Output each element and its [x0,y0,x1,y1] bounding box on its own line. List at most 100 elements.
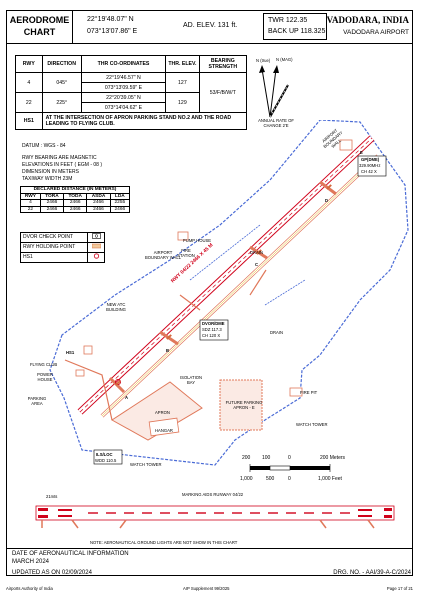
scale-m-label: 200 Meters [320,455,346,461]
flying-club-label: FLYING CLUB [30,362,58,367]
coords-cell: 22°19'48.07" N 073°13'07.86" E AD. ELEV.… [73,10,263,43]
hs1-map-label: HS1 [66,350,75,355]
service-road [64,269,267,421]
table-cell: 129 [165,92,200,113]
table-cell: 045° [41,72,82,93]
aeronautical-date-label: DATE OF AERONAUTICAL INFORMATION [12,551,129,557]
table-cell: 225° [41,92,82,113]
connector-taxiways [108,180,337,394]
location-cell: VADODARA, INDIA VADODARA AIRPORT [327,10,413,43]
hs1-description: AT THE INTERSECTION OF APRON PARKING STA… [41,112,248,130]
table-cell: 53/F/B/W/T [198,72,248,113]
direction-col-header: DIRECTION [41,55,82,73]
drain-label-2: DRAIN [270,330,284,335]
authority-label: Airports Authority of India [6,586,53,591]
updated-date: UPDATED AS ON 02/09/2024 [12,570,92,576]
twy-d-label: D [325,198,329,203]
aeronautical-date: MARCH 2024 [12,559,50,565]
building [177,231,189,241]
footer-divider [6,548,413,549]
runway-table: RWY DIRECTION THR CO-ORDINATES THR. ELEV… [15,55,248,130]
airport-name: VADODARA AIRPORT [343,29,409,36]
drain [189,224,306,306]
marking-note: NOTE: AERONAUTICAL GROUND LIGHTS ARE NOT… [90,540,238,545]
bearing-col-header: BEARING STRENGTH [198,55,248,73]
chart-frame [6,10,413,576]
twy-c-label: C [255,262,259,267]
scale-ft-500: 500 [266,476,275,482]
new-atc-label: NEW ATC BUILDING [106,302,126,312]
fire-pit-label: FIRE PIT [300,390,318,395]
datum-note: DATUM : WGS - 84 [22,143,66,149]
ils-frequency: WDD 110.5 [95,458,117,463]
hangar [148,417,180,437]
page-number: Page 17 of 21 [386,586,413,591]
annual-change-label: ANNUAL RATE OF CHANGE 2'E [258,118,294,128]
holding-point [326,184,332,190]
rwy-col-header: RWY [15,55,43,73]
boundary-wall [49,120,409,466]
header-row: AERODROME CHART 22°19'48.07" N 073°13'07… [6,10,413,44]
backup-frequency: BACK UP 118.325 [268,28,326,35]
gp-box [357,155,387,177]
supplement-label: AIP Supplement 99/2025 [183,586,230,591]
table-cell: 2466 [39,205,65,214]
marking-aids-title: MARKING AIDS RUNWAY 04/22 [182,492,244,497]
gp-frequency: 329.90MHz [359,163,381,168]
future-apron [219,379,263,431]
marking-dimension: 21mts [46,494,58,499]
fire-station-label: FIRE STATION [177,248,195,258]
twy-b-label: B [166,348,170,353]
scale-ft-1000: 1,000 [240,476,253,482]
table-cell: 22°20'39.05" N [80,92,167,103]
twr-frequency: TWR 122.35 [268,17,308,24]
table-cell: 073°13'09.59" E [80,82,167,93]
scale-m-200: 200 [242,455,251,461]
city-name: VADODARA, INDIA [326,15,409,25]
scale-m-100: 100 [262,455,271,461]
drain-label: DRAIN [250,250,264,255]
drawing-number: DRG. NO. - AAI/39-A-C/2024 [333,570,411,576]
note-taxiway: TAXIWAY WIDTH 23M [22,176,73,182]
twy-e-label: E [360,150,363,155]
dvor-label: DVOR/DME [202,321,225,326]
power-house-label: POWER HOUSE [37,372,53,382]
declared-distance-table: DECLARED DISTANCE (IN METERS) RWY TORA T… [20,186,131,214]
watch-tower-label: WATCH TOWER [296,422,328,427]
twy-a-label: A [125,395,129,400]
aerodrome-elevation: AD. ELEV. 131 ft. [183,22,238,29]
future-apron-label: FUTURE PARKING APRON - E [225,400,263,410]
dvor-frequency: SDZ 117.3 [202,327,222,332]
aerodrome-coord-e: 073°13'07.86" E [87,28,138,35]
dvor-channel: CH 120 X [202,333,221,338]
building [339,139,353,151]
true-north-label: N (true) [256,58,271,63]
apron [111,381,203,441]
parking-area-label: PARKING AREA [27,396,47,406]
holding-point [166,334,172,340]
title-line2: CHART [23,27,56,37]
watch-tower-label-2: WATCH TOWER [130,462,162,467]
holding-point [115,380,121,386]
magnetic-north-label: N (MAG) [276,57,293,62]
note-dimension: DIMENSION IN METERS [22,169,79,175]
marking-diagram [35,505,395,529]
thr-elev-col-header: THR. ELEV. [165,55,200,73]
dvor-box [199,319,229,341]
aerodrome-map [49,120,409,466]
ils-label: ILS/LOC [96,452,113,457]
table-cell: 22 [15,92,43,113]
table-cell: 073°14'04.62" E [80,102,167,113]
holding-point [256,249,262,255]
freq-cell: TWR 122.35 BACK UP 118.325 [263,13,327,40]
gp-label: GP(DME) [361,157,380,162]
ils-box [93,449,123,465]
table-cell: 2466 [109,205,131,214]
building [75,369,85,377]
hangar-label: HANGAR [155,428,173,433]
note-bearing: RWY BEARING ARE MAGNETIC [22,155,97,161]
parallel-taxiway [100,154,380,418]
scale-ft-0: 0 [288,476,291,482]
table-cell: 22°19'46.57" N [80,72,167,83]
title-cell: AERODROME CHART [6,10,73,43]
